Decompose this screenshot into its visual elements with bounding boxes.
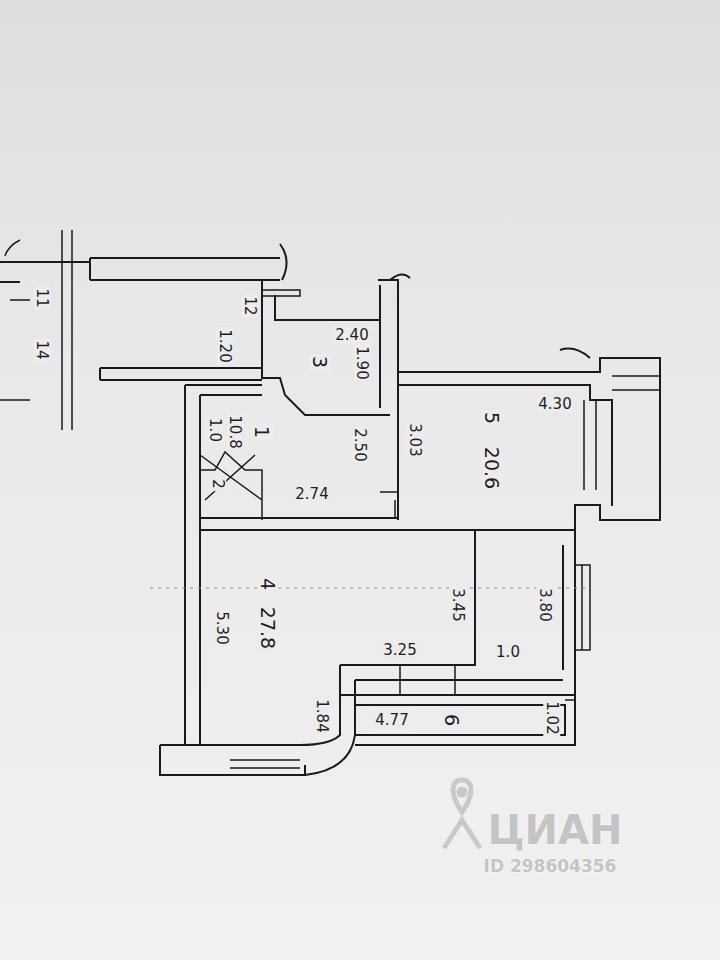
dimension-label: 3.80 (537, 586, 554, 623)
dimension-label: 2.40 (333, 327, 370, 344)
dimension-label: 1.90 (354, 344, 371, 381)
room-number: 1 (252, 424, 273, 440)
dimension-label: 3.25 (381, 642, 418, 659)
watermark-id: ID 298604356 (482, 857, 619, 876)
walls (0, 230, 660, 775)
dimension-label: 1.02 (544, 699, 561, 736)
dimension-label: 4.77 (373, 712, 410, 729)
room-number: 3 (310, 354, 331, 370)
dimension-label: 4.30 (536, 396, 573, 413)
dimension-label: 3.45 (450, 586, 467, 623)
room-number: 14 (34, 338, 51, 361)
room-number: 12 (242, 294, 259, 317)
room-number: 5 (482, 410, 503, 426)
dimension-label: 1.84 (314, 697, 331, 734)
room-number: 11 (34, 286, 51, 309)
room-number: 4 (258, 576, 279, 592)
callout-number: 2 (210, 477, 227, 491)
dimension-label: 3.03 (407, 421, 424, 458)
watermark-icon (444, 780, 480, 848)
dimension-label: 5.30 (214, 609, 231, 646)
room-area: 27.8 (258, 605, 279, 651)
room-area: 20.6 (482, 445, 503, 491)
room-number: 6 (442, 712, 463, 728)
dimension-label: 2.50 (352, 426, 369, 463)
dimension-label: 1.20 (217, 327, 234, 364)
watermark: ЦИАН (485, 808, 624, 852)
dimension-label: 2.74 (293, 486, 330, 503)
room-area: 10.8 (227, 413, 244, 450)
dimension-label: 1.0 (494, 644, 522, 661)
dimension-label: 1.0 (207, 416, 224, 444)
